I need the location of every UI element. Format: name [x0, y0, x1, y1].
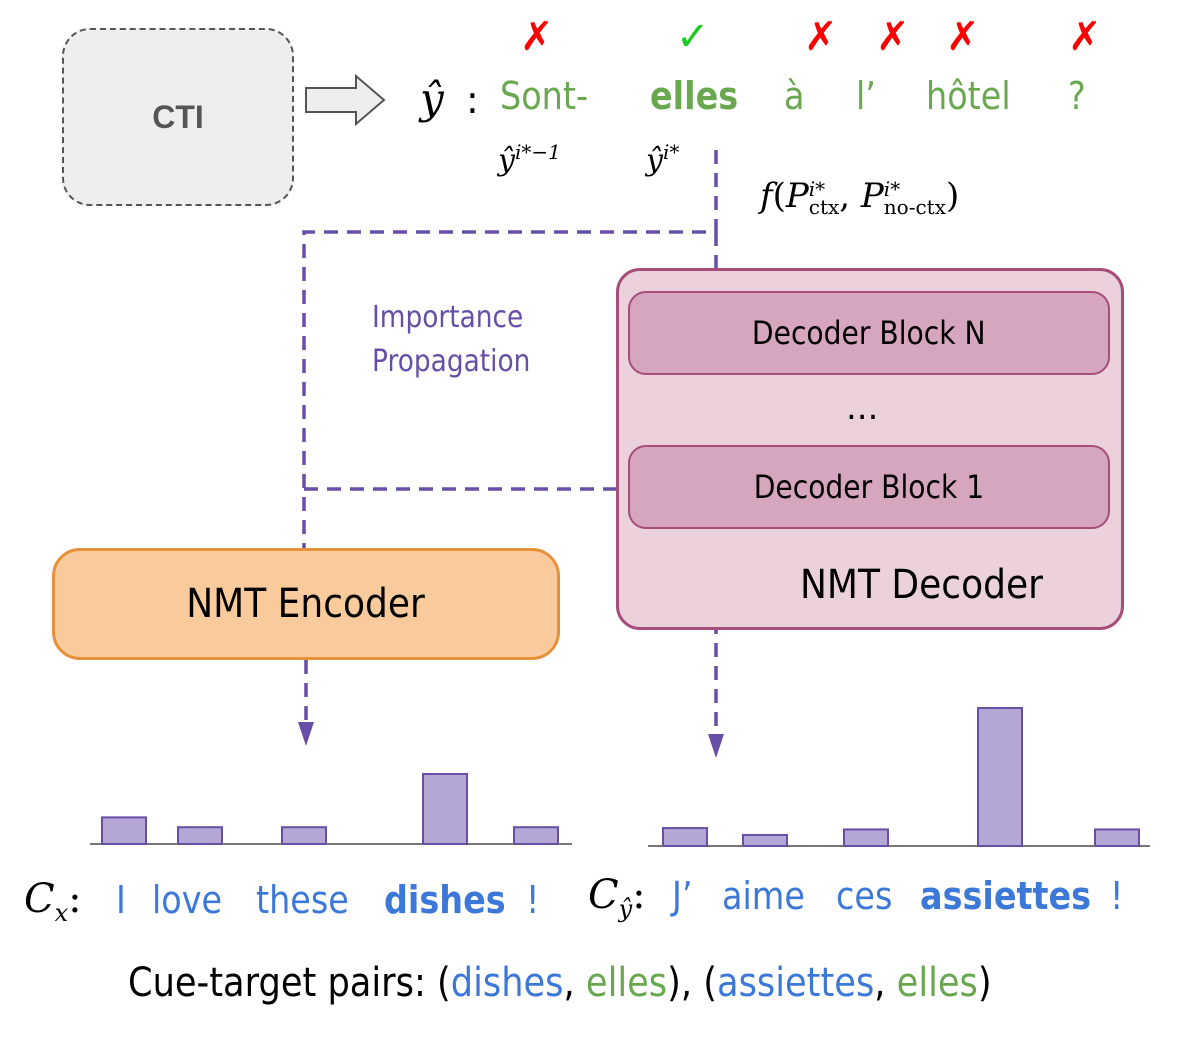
- paren: (: [703, 960, 717, 1006]
- cue-target-pairs: Cue-target pairs: (dishes, elles), (assi…: [128, 960, 992, 1006]
- output-token: l’: [856, 74, 876, 118]
- target-context-label: Cŷ:: [588, 872, 646, 923]
- output-token: elles: [650, 74, 739, 118]
- source-context-label: Cx:: [24, 876, 82, 927]
- paren: ): [977, 960, 992, 1006]
- pair2-cue: assiettes: [716, 960, 875, 1006]
- bar-these: [281, 826, 327, 846]
- decoder-ellipsis: ...: [846, 388, 879, 428]
- bar-love: [177, 826, 223, 846]
- importance-propagation-label: Importance Propagation: [372, 296, 530, 384]
- nmt-encoder-label: NMT Encoder: [186, 581, 426, 627]
- comma: ,: [874, 960, 897, 1006]
- context-word: !: [526, 878, 540, 922]
- context-word: J’: [672, 874, 693, 918]
- bar-aime: [742, 833, 788, 848]
- pair2-target: elles: [896, 960, 978, 1006]
- context-word: aime: [722, 874, 805, 918]
- contrastive-formula: f(Pi*ctx, Pi*no-ctx): [760, 176, 960, 219]
- cross-icon: ✗: [1068, 14, 1102, 60]
- decoder-block-1-label: Decoder Block 1: [753, 468, 985, 506]
- context-word: I: [116, 878, 126, 922]
- comma: ,: [563, 960, 586, 1006]
- bar-j: [662, 827, 708, 847]
- cross-icon: ✗: [804, 14, 838, 60]
- context-word: these: [256, 878, 349, 922]
- nmt-decoder-label: NMT Decoder: [800, 562, 1043, 608]
- output-colon: :: [466, 78, 479, 122]
- context-word: dishes: [384, 878, 506, 922]
- nmt-encoder-box: NMT Encoder: [52, 548, 560, 660]
- output-token: hôtel: [926, 74, 1011, 118]
- output-token: à: [784, 74, 805, 118]
- arrow-head-encoder-icon: [298, 722, 314, 746]
- check-icon: ✓: [676, 14, 710, 60]
- bar-i: [101, 816, 147, 846]
- bar-ces: [843, 828, 889, 848]
- paren: ),: [667, 960, 704, 1006]
- bar-assiettes: [977, 707, 1023, 847]
- hollow-arrow-icon: [305, 73, 386, 127]
- label-line-1: Importance: [372, 300, 524, 335]
- output-symbol: ŷ: [420, 74, 444, 123]
- cross-icon: ✗: [946, 14, 980, 60]
- bar-dishes: [422, 773, 468, 845]
- prev-token-label: ŷi*−1: [498, 140, 561, 178]
- decoder-block-n: Decoder Block N: [628, 291, 1110, 375]
- cti-box: CTI: [62, 28, 294, 206]
- pair1-target: elles: [585, 960, 668, 1006]
- pairs-prefix: Cue-target pairs:: [128, 960, 438, 1006]
- target-token-label: ŷi*: [646, 140, 680, 178]
- output-token: Sont-: [500, 74, 589, 118]
- decoder-block-1: Decoder Block 1: [628, 445, 1110, 529]
- bar-: [1094, 828, 1140, 848]
- cross-icon: ✗: [520, 14, 554, 60]
- context-word: assiettes: [920, 874, 1092, 918]
- propagation-line-top: [302, 150, 718, 548]
- cross-icon: ✗: [876, 14, 910, 60]
- context-word: love: [152, 878, 223, 922]
- output-token: ?: [1068, 74, 1086, 118]
- cti-label: CTI: [152, 98, 204, 135]
- arrow-head-decoder-icon: [708, 734, 724, 758]
- decoder-block-n-label: Decoder Block N: [752, 314, 986, 352]
- context-word: ces: [836, 874, 893, 918]
- label-line-2: Propagation: [372, 344, 531, 379]
- paren: (: [437, 960, 451, 1006]
- pair1-cue: dishes: [450, 960, 564, 1006]
- context-word: !: [1110, 874, 1124, 918]
- bar-: [513, 826, 559, 846]
